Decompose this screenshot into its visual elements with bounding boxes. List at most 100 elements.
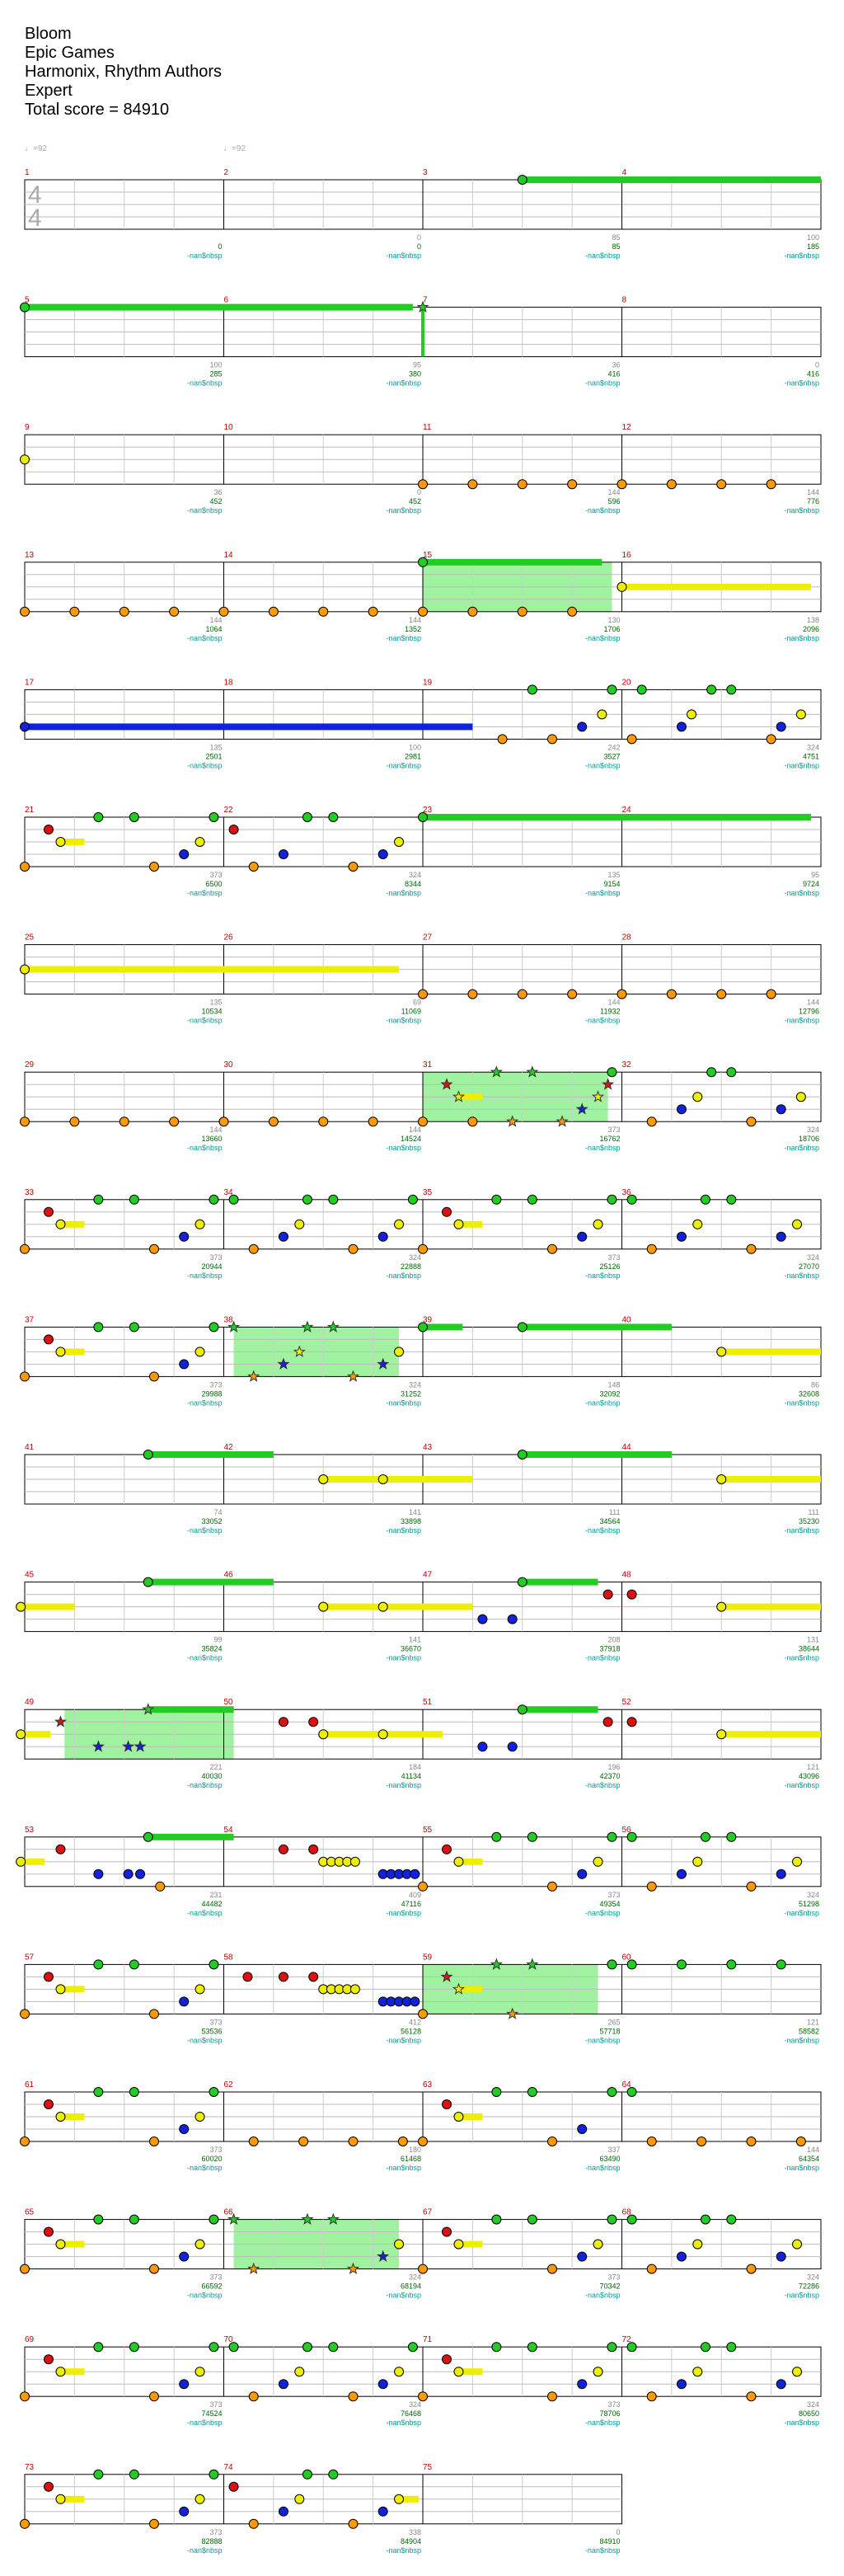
yellow-note <box>597 709 607 720</box>
nan-label: -nan$nbsp <box>784 1781 819 1789</box>
green-note <box>700 2214 710 2225</box>
blue-note <box>123 1869 134 1879</box>
blue-note <box>577 1231 588 1242</box>
orange-note <box>20 2518 30 2529</box>
measure-score: 84910 <box>599 2537 620 2545</box>
beat-multiplier: 184 <box>409 1763 421 1771</box>
beat-multiplier: 324 <box>807 743 819 751</box>
green-note <box>407 1194 418 1205</box>
orange-note <box>318 1116 329 1127</box>
measure-score: 68194 <box>401 2282 421 2291</box>
measure-number: 57 <box>25 1953 35 1962</box>
blue-note <box>179 1359 190 1370</box>
yellow-note <box>593 2239 603 2249</box>
beat-multiplier: 196 <box>607 1763 620 1771</box>
nan-label: -nan$nbsp <box>784 2292 819 2300</box>
measure-score: 34564 <box>599 1517 620 1525</box>
orange-note <box>20 1371 30 1382</box>
orange-note <box>567 606 578 617</box>
measure-score: 70342 <box>599 2282 620 2291</box>
nan-label: -nan$nbsp <box>187 2419 223 2427</box>
blue-star-note <box>277 1357 290 1370</box>
beat-multiplier: 95 <box>413 361 421 369</box>
nan-label: -nan$nbsp <box>784 1017 819 1025</box>
beat-multiplier: 221 <box>209 1763 222 1771</box>
nan-label: -nan$nbsp <box>187 379 223 388</box>
yellow-note <box>692 2239 703 2249</box>
beat-multiplier: 324 <box>409 2400 421 2409</box>
green-note <box>129 2342 139 2353</box>
blue-note <box>676 722 687 732</box>
orange-note <box>666 989 677 999</box>
nan-label: -nan$nbsp <box>187 634 223 642</box>
orange-note <box>148 862 159 872</box>
nan-label: -nan$nbsp <box>585 634 621 642</box>
orange-note <box>119 1116 129 1127</box>
orange-note <box>716 989 727 999</box>
nan-label: -nan$nbsp <box>187 1654 223 1662</box>
beat-multiplier: 85 <box>612 233 620 242</box>
yellow-note <box>20 454 30 465</box>
orange-note <box>546 2391 557 2402</box>
measure-score: 57718 <box>599 2027 620 2035</box>
measure-number: 3 <box>423 168 428 177</box>
yellow-note <box>394 2367 405 2377</box>
orange-note <box>617 479 627 490</box>
measure-number: 72 <box>622 2335 632 2344</box>
green-note <box>143 1831 153 1842</box>
green-note <box>527 684 537 695</box>
red-star-note <box>440 1970 453 1982</box>
measure-score: 6500 <box>205 880 222 888</box>
measure-number: 51 <box>423 1698 433 1707</box>
yellow-note <box>318 1601 329 1612</box>
nan-label: -nan$nbsp <box>386 2292 421 2300</box>
beat-multiplier: 373 <box>209 2528 222 2536</box>
green-note <box>726 2342 737 2353</box>
nan-label: -nan$nbsp <box>187 251 223 260</box>
blue-note <box>179 1996 190 2007</box>
measure-number: 11 <box>423 423 432 432</box>
yellow-note <box>195 2367 205 2377</box>
nan-label: -nan$nbsp <box>386 1909 421 1917</box>
yellow-note <box>16 1729 26 1740</box>
blue-note <box>507 1614 518 1624</box>
beat-multiplier: 324 <box>409 2273 421 2282</box>
green-note <box>726 1959 737 1970</box>
beat-multiplier: 144 <box>807 999 819 1007</box>
measure-number: 43 <box>423 1443 433 1452</box>
measure-number: 56 <box>622 1826 632 1835</box>
red-note <box>228 2481 239 2492</box>
blue-note <box>676 1869 687 1879</box>
yellow-note <box>294 1219 305 1229</box>
beat-multiplier: 373 <box>209 1253 222 1262</box>
measure-number: 29 <box>25 1060 35 1069</box>
measure-number: 5 <box>25 296 30 305</box>
yellow-note <box>453 2367 464 2377</box>
green-star-note <box>142 1703 155 1715</box>
yellow-note <box>394 2239 405 2249</box>
measure-score: 0 <box>218 242 222 251</box>
green-note <box>607 684 617 695</box>
measure-number: 60 <box>622 1953 632 1962</box>
nan-label: -nan$nbsp <box>784 1526 819 1535</box>
green-note <box>209 2469 219 2480</box>
measure-score: 25126 <box>599 1262 620 1271</box>
nan-label: -nan$nbsp <box>784 1909 819 1917</box>
yellow-note <box>349 1984 360 1995</box>
orange-note <box>646 1116 657 1127</box>
green-note <box>626 2087 637 2097</box>
green-note <box>129 2469 139 2480</box>
yellow-note <box>195 2239 205 2249</box>
measure-score: 1064 <box>205 625 222 633</box>
red-star-note <box>54 1715 68 1728</box>
red-note <box>308 1717 319 1728</box>
green-note <box>418 812 428 822</box>
green-note <box>527 2342 537 2353</box>
measure-score: 3527 <box>603 752 620 760</box>
green-star-note <box>326 2212 340 2226</box>
measure-number: 53 <box>25 1826 35 1835</box>
nan-label: -nan$nbsp <box>585 761 621 769</box>
yellow-sustain <box>60 1220 85 1228</box>
measure-score: 47116 <box>401 1900 421 1908</box>
